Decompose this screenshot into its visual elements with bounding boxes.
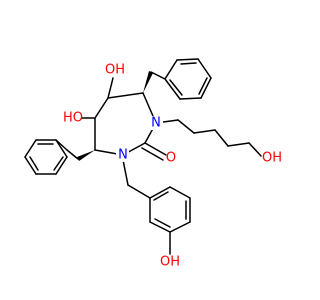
bond <box>193 129 216 134</box>
bond <box>141 147 164 161</box>
atom-label-ho: HO <box>63 111 83 126</box>
bond <box>197 58 212 79</box>
bond <box>169 186 191 199</box>
carbonyl-bond <box>141 142 167 161</box>
hydroxybenzyl-group <box>122 159 191 255</box>
bond <box>154 218 171 228</box>
bond <box>180 62 197 65</box>
bond <box>248 142 262 157</box>
hydroxypentyl-chain <box>155 119 262 157</box>
bond <box>122 159 129 186</box>
bond <box>55 139 68 158</box>
bond <box>149 221 171 233</box>
bond <box>94 97 109 119</box>
bond <box>227 142 250 147</box>
bond <box>24 139 37 158</box>
bond <box>198 77 208 95</box>
bond <box>107 77 114 99</box>
wedge-bond <box>143 71 153 93</box>
bond <box>149 186 171 199</box>
molecule-structure: OH HO N N O OH OH <box>24 58 282 270</box>
atom-label-oh: OH <box>160 255 180 270</box>
upper-phenyl-ring <box>150 58 212 100</box>
bond <box>164 78 181 100</box>
ring-hydroxyl-bonds <box>81 77 114 119</box>
bond <box>150 71 166 80</box>
atom-label-nitrogen: N <box>118 148 128 163</box>
bond <box>169 79 183 96</box>
bond <box>176 58 199 61</box>
bond <box>153 191 169 201</box>
bond <box>200 77 212 99</box>
bond <box>66 149 79 160</box>
atom-label-oh: OH <box>262 151 282 166</box>
bond <box>169 221 191 233</box>
bond <box>29 156 39 171</box>
bond <box>107 92 144 99</box>
wedge-bond <box>77 150 95 161</box>
bond <box>144 142 167 156</box>
bond <box>164 59 178 80</box>
bond <box>24 156 37 175</box>
bond <box>177 119 195 134</box>
bond <box>55 156 68 175</box>
bond <box>127 184 151 199</box>
atom-label-nitrogen: N <box>151 116 161 131</box>
diazepane-ring <box>94 92 157 156</box>
atom-label-oxygen: O <box>166 151 176 166</box>
bond <box>214 129 229 147</box>
bond <box>179 97 202 100</box>
atom-label-oh: OH <box>105 63 125 78</box>
bond <box>53 156 64 171</box>
lower-phenyl-ring <box>24 139 79 175</box>
